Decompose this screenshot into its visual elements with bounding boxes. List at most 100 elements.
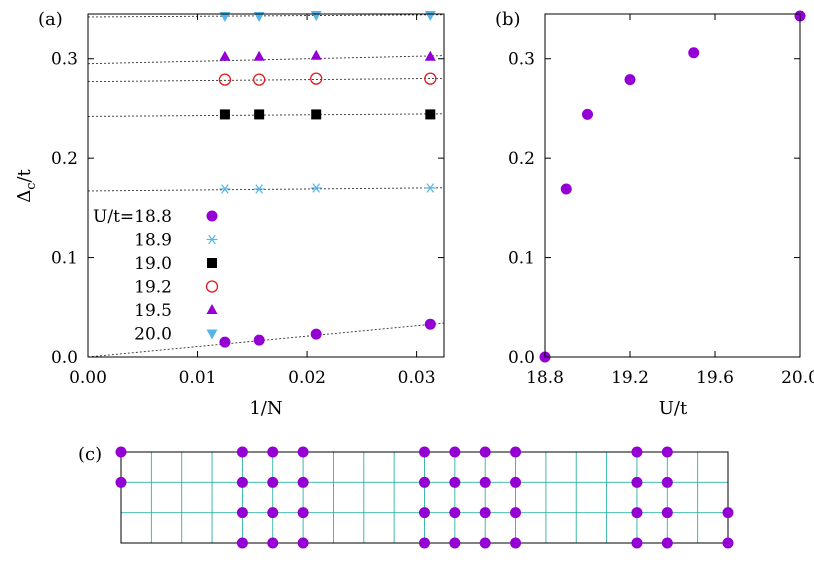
data-point bbox=[219, 109, 230, 120]
fit-line bbox=[87, 77, 445, 83]
legend-entry-marker bbox=[207, 258, 217, 268]
y-tick-label: 0.1 bbox=[508, 249, 535, 269]
data-point bbox=[311, 109, 322, 120]
data-point bbox=[424, 10, 436, 21]
lattice-site bbox=[449, 446, 461, 458]
panel-a-label: (a) bbox=[38, 9, 63, 30]
data-point bbox=[219, 184, 231, 194]
data-point bbox=[310, 183, 322, 193]
x-tick-label: 18.8 bbox=[526, 368, 564, 388]
data-point bbox=[560, 183, 572, 195]
lattice-site bbox=[661, 507, 673, 519]
x-tick-label: 0.00 bbox=[69, 368, 107, 388]
legend-entry-label: 20.0 bbox=[134, 325, 172, 345]
panel-a-y-axis-label: Δc/t bbox=[14, 168, 39, 202]
lattice-site bbox=[510, 446, 522, 458]
y-axis-label-subscript: c bbox=[24, 183, 39, 190]
x-tick-label: 0.02 bbox=[288, 368, 326, 388]
data-point bbox=[219, 11, 231, 22]
fit-line bbox=[87, 187, 445, 192]
y-tick-label: 0.2 bbox=[51, 149, 78, 169]
lattice-site bbox=[236, 537, 248, 549]
lattice-site bbox=[236, 507, 248, 519]
lattice-site bbox=[236, 476, 248, 488]
data-point bbox=[253, 184, 265, 194]
lattice-site bbox=[115, 476, 127, 488]
lattice-site bbox=[510, 537, 522, 549]
lattice-site bbox=[419, 476, 430, 488]
lattice-site bbox=[661, 537, 673, 549]
data-point bbox=[424, 318, 436, 330]
y-axis-label-rest: /t bbox=[14, 168, 35, 182]
data-point bbox=[253, 50, 265, 61]
data-point bbox=[310, 328, 322, 340]
lattice-site bbox=[236, 446, 248, 458]
lattice-site bbox=[479, 507, 491, 519]
lattice-site bbox=[631, 537, 643, 549]
lattice-site bbox=[631, 476, 643, 488]
panel-c-lattice-grid bbox=[121, 452, 728, 543]
lattice-site bbox=[419, 446, 430, 458]
panel-a-data-points bbox=[218, 10, 437, 348]
y-tick-label: 0.0 bbox=[51, 348, 78, 368]
lattice-site bbox=[267, 476, 279, 488]
x-tick-label: 19.2 bbox=[611, 368, 649, 388]
panel-a-x-axis-label: 1/N bbox=[249, 398, 282, 419]
y-tick-label: 0.1 bbox=[51, 249, 78, 269]
lattice-site bbox=[479, 476, 491, 488]
panel-a-frame bbox=[87, 13, 445, 358]
legend-entry-label: 19.5 bbox=[134, 301, 172, 321]
panel-b-data-points bbox=[539, 10, 806, 363]
legend-entry-label: 18.9 bbox=[134, 231, 172, 251]
lattice-site bbox=[449, 537, 461, 549]
data-point bbox=[253, 334, 265, 346]
panel-b-label: (b) bbox=[495, 9, 521, 30]
legend-entry-label: 19.2 bbox=[134, 278, 172, 298]
legend-entry-marker bbox=[206, 234, 218, 245]
lattice-site bbox=[449, 507, 461, 519]
lattice-site bbox=[419, 507, 430, 519]
legend-entry-marker bbox=[206, 210, 218, 222]
lattice-site bbox=[631, 446, 643, 458]
lattice-site bbox=[510, 476, 522, 488]
data-point bbox=[310, 49, 322, 60]
legend-entry-marker bbox=[206, 304, 218, 314]
data-point bbox=[425, 109, 436, 120]
data-point bbox=[582, 108, 593, 120]
y-tick-label: 0.3 bbox=[51, 50, 78, 70]
panel-c-label: (c) bbox=[78, 444, 102, 465]
panel-a-legend: U/t=18.818.919.019.219.520.0 bbox=[93, 207, 219, 345]
panel-b-frame bbox=[544, 13, 801, 358]
data-point bbox=[253, 11, 265, 22]
panel-c-occupied-sites bbox=[115, 446, 734, 549]
lattice-site bbox=[297, 476, 309, 488]
data-point bbox=[219, 336, 231, 348]
legend-entry-marker bbox=[206, 329, 218, 340]
data-point bbox=[424, 72, 437, 85]
lattice-site bbox=[267, 507, 279, 519]
data-point bbox=[254, 109, 265, 120]
legend-entry-label: 19.0 bbox=[134, 254, 172, 274]
fit-line bbox=[87, 55, 445, 65]
lattice-site bbox=[297, 446, 309, 458]
data-point bbox=[424, 183, 436, 193]
x-tick-label: 0.01 bbox=[179, 368, 217, 388]
y-axis-label-main: Δ bbox=[14, 190, 35, 203]
lattice-site bbox=[510, 507, 522, 519]
fit-line bbox=[87, 14, 445, 18]
lattice-site bbox=[661, 476, 673, 488]
panel-b-x-axis-label: U/t bbox=[659, 398, 688, 419]
lattice-site bbox=[722, 507, 734, 519]
data-point bbox=[424, 50, 436, 61]
x-tick-label: 20.0 bbox=[781, 368, 814, 388]
data-point bbox=[310, 10, 322, 21]
lattice-site bbox=[661, 446, 673, 458]
fit-line bbox=[87, 113, 445, 117]
y-tick-label: 0.3 bbox=[508, 50, 535, 70]
lattice-site bbox=[297, 507, 309, 519]
x-tick-label: 0.03 bbox=[398, 368, 436, 388]
lattice-site bbox=[267, 446, 279, 458]
